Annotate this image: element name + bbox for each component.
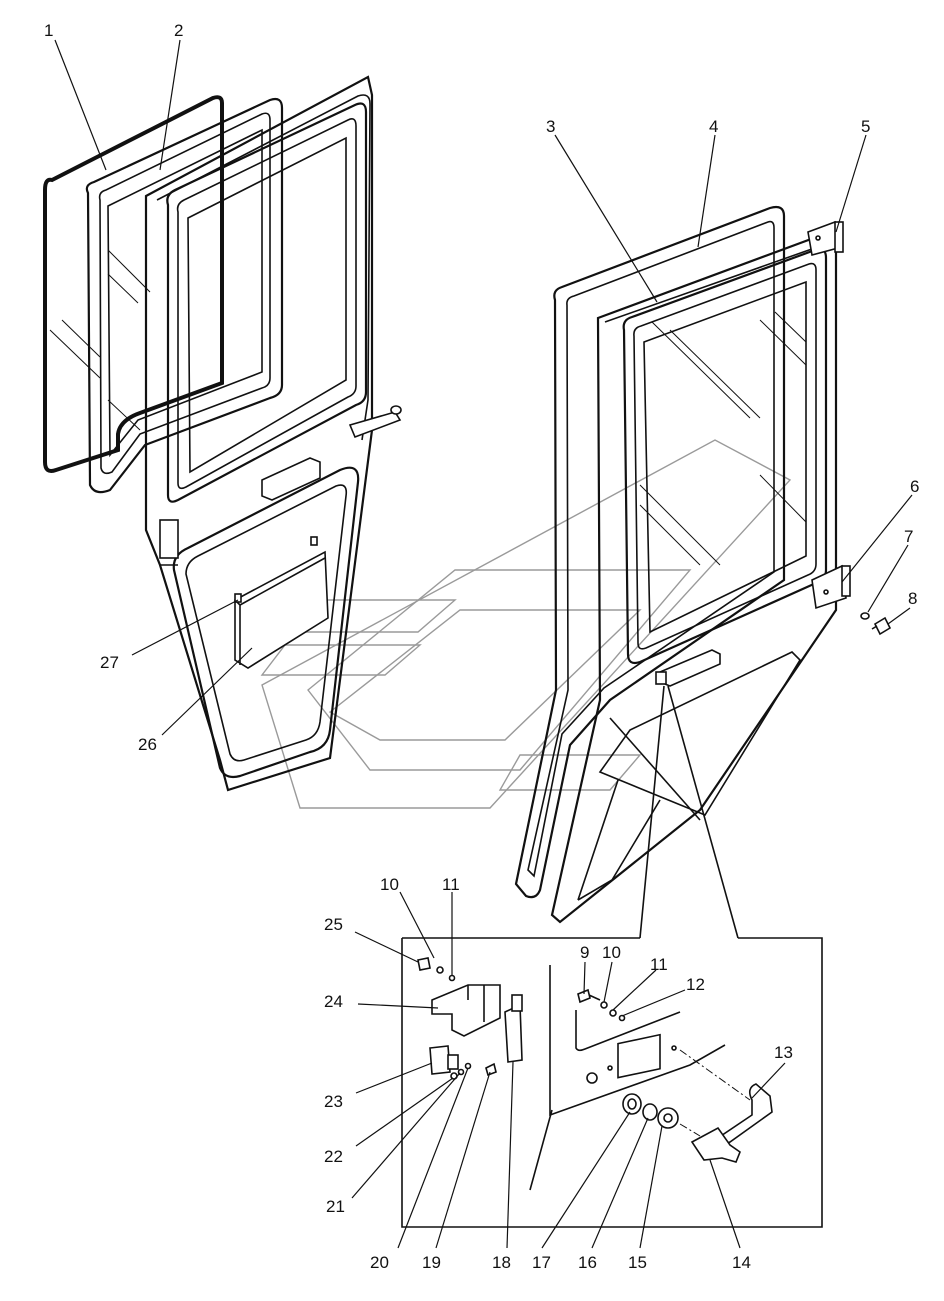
- rubber-frame-part-4: [514, 205, 786, 899]
- callout-labels: 1 2 3 4 5 6 7 8 27 26 10 11 25 24 23 22 …: [44, 21, 919, 1272]
- callout-11b: 11: [650, 955, 668, 974]
- detail-view-box: [401, 685, 823, 1228]
- callout-24: 24: [324, 992, 343, 1011]
- callout-5: 5: [861, 117, 870, 136]
- watermark-logo: [260, 439, 792, 809]
- callout-10a: 10: [380, 875, 399, 894]
- callout-22: 22: [324, 1147, 343, 1166]
- left-door-assembly: [43, 75, 402, 792]
- callout-19: 19: [422, 1253, 441, 1272]
- callout-10b: 10: [602, 943, 621, 962]
- bracket-part-23: [429, 1045, 451, 1075]
- striker-part-18: [504, 1003, 523, 1063]
- glass-seal-part-1: [43, 95, 224, 473]
- callout-20: 20: [370, 1253, 389, 1272]
- callout-21: 21: [326, 1197, 345, 1216]
- hinge-part-5: [807, 220, 839, 257]
- callout-15: 15: [628, 1253, 647, 1272]
- latch-block-part-24: [431, 984, 501, 1037]
- document-pocket-part-26: [234, 550, 329, 669]
- callout-9: 9: [580, 943, 589, 962]
- callout-11a: 11: [442, 875, 460, 894]
- callout-26: 26: [138, 735, 157, 754]
- door-panel-part-3: [550, 230, 838, 924]
- bolt-part-8: [873, 616, 892, 636]
- leader-lines: [54, 39, 913, 1249]
- callout-17: 17: [532, 1253, 551, 1272]
- hinge-part-6: [811, 564, 847, 610]
- callout-8: 8: [908, 589, 917, 608]
- callout-23: 23: [324, 1092, 343, 1111]
- callout-2: 2: [174, 21, 183, 40]
- right-door-assembly: [514, 205, 892, 924]
- callout-1: 1: [44, 21, 53, 40]
- callout-4: 4: [709, 117, 718, 136]
- callout-12: 12: [686, 975, 705, 994]
- ring-part-16: [642, 1103, 658, 1121]
- callout-27: 27: [100, 653, 119, 672]
- callout-25: 25: [324, 915, 343, 934]
- callout-3: 3: [546, 117, 555, 136]
- callout-18: 18: [492, 1253, 511, 1272]
- left-door-frame: [144, 75, 374, 792]
- callout-13: 13: [774, 1043, 793, 1062]
- washer-part-7: [860, 612, 870, 620]
- callout-7: 7: [904, 527, 913, 546]
- lock-part-14: [690, 1126, 741, 1163]
- rubber-frame-part-2: [85, 97, 284, 494]
- callout-14: 14: [732, 1253, 751, 1272]
- callout-16: 16: [578, 1253, 597, 1272]
- callout-6: 6: [910, 477, 919, 496]
